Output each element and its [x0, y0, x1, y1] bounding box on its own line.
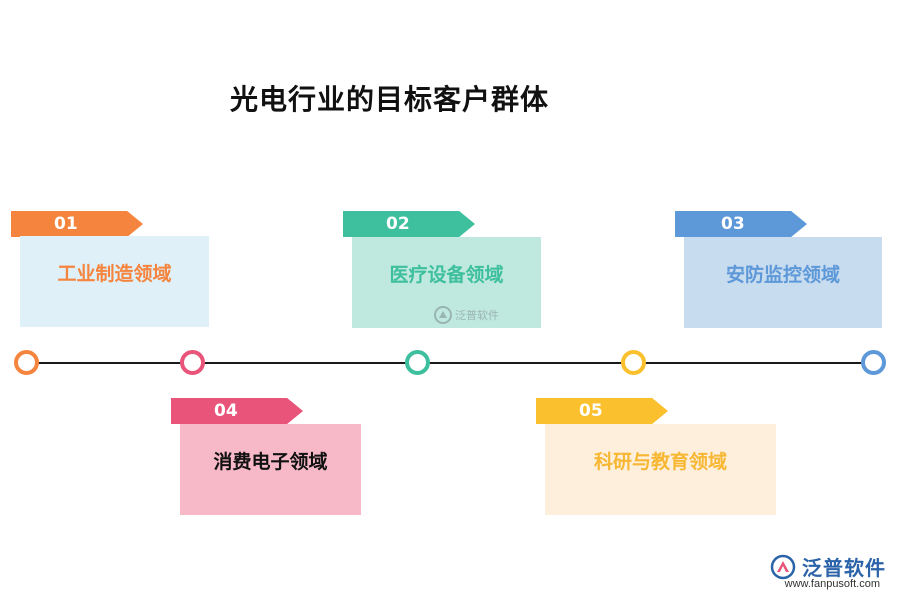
- card-consumer-electronics: 消费电子领域: [180, 424, 361, 515]
- card-label: 安防监控领域: [725, 264, 840, 286]
- card-medical: 医疗设备领域: [352, 237, 541, 328]
- tag-01: 01: [11, 211, 143, 237]
- card-industrial: 工业制造领域: [20, 236, 209, 327]
- watermark-text: 泛普软件: [455, 309, 499, 322]
- timeline-node-5: [861, 350, 886, 375]
- card-label: 医疗设备领域: [389, 264, 504, 286]
- card-label: 科研与教育领域: [593, 451, 727, 473]
- card-label: 工业制造领域: [57, 263, 172, 285]
- card-label: 消费电子领域: [213, 451, 328, 473]
- brand-logo: 泛普软件: [770, 552, 886, 581]
- brand-name: 泛普软件: [802, 556, 886, 580]
- tag-number: 03: [721, 214, 745, 234]
- timeline-line: [27, 362, 875, 364]
- tag-02: 02: [343, 211, 475, 237]
- brand-url: www.fanpusoft.com: [784, 578, 880, 590]
- card-security: 安防监控领域: [684, 237, 882, 328]
- tag-03: 03: [675, 211, 807, 237]
- timeline-node-3: [405, 350, 430, 375]
- card-research-education: 科研与教育领域: [545, 424, 776, 515]
- watermark-logo-icon: [434, 306, 452, 324]
- brand-logo-icon: [770, 554, 796, 579]
- timeline-node-1: [14, 350, 39, 375]
- tag-number: 01: [54, 214, 78, 234]
- tag-04: 04: [171, 398, 303, 424]
- tag-number: 04: [214, 401, 238, 421]
- tag-number: 02: [386, 214, 410, 234]
- timeline-node-4: [621, 350, 646, 375]
- tag-05: 05: [536, 398, 668, 424]
- watermark: 泛普软件: [434, 306, 499, 324]
- diagram-title: 光电行业的目标客户群体: [230, 83, 550, 116]
- tag-number: 05: [579, 401, 603, 421]
- timeline-node-2: [180, 350, 205, 375]
